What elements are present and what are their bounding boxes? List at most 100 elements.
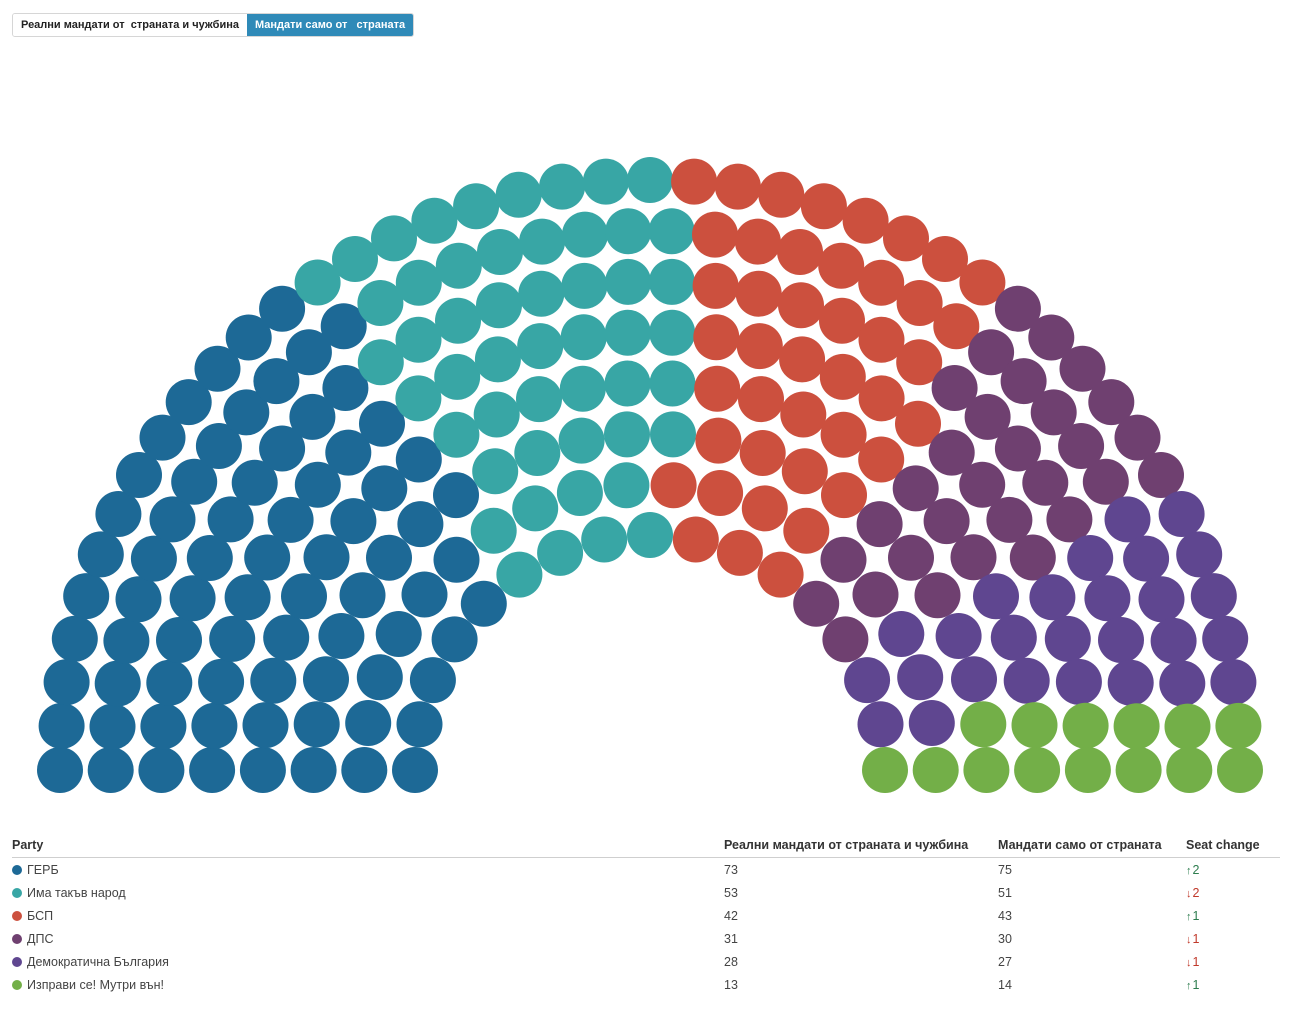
seat: [820, 411, 867, 458]
seat: [87, 747, 134, 793]
seat: [1150, 617, 1197, 664]
party-name: ДПС: [27, 932, 54, 946]
seat: [820, 536, 867, 583]
seat: [116, 452, 162, 498]
seat: [1044, 615, 1091, 662]
seat: [231, 459, 278, 506]
seat: [357, 280, 404, 326]
seat: [303, 656, 349, 703]
seat: [735, 270, 782, 317]
seat: [561, 262, 608, 309]
seat: [38, 702, 85, 749]
seat: [695, 417, 742, 464]
seat: [1123, 535, 1170, 582]
seat: [1029, 574, 1076, 621]
seat-change: ↑1: [1186, 973, 1280, 994]
seat: [294, 461, 341, 508]
seat: [322, 365, 369, 411]
party-cell: Изправи се! Мутри вън!: [12, 973, 724, 994]
country-seats: 27: [998, 955, 1012, 969]
seat: [1107, 659, 1154, 706]
seat: [103, 617, 150, 664]
seat: [433, 411, 480, 458]
seat: [51, 615, 98, 662]
seat: [1215, 702, 1262, 749]
seat: [648, 208, 695, 255]
arrow-up-icon: ↑: [1186, 911, 1192, 923]
seat: [473, 391, 520, 438]
toggle-country-button[interactable]: Мандати само от страната: [247, 14, 414, 36]
seat: [89, 703, 136, 750]
toggle-world-button[interactable]: Реални мандати от страната и чужбина: [13, 14, 247, 36]
seat: [460, 580, 507, 627]
seat: [1022, 459, 1069, 506]
seat: [858, 316, 905, 363]
seat: [539, 163, 586, 210]
seat: [858, 259, 905, 306]
seat: [339, 572, 386, 619]
seat: [1138, 452, 1184, 498]
seat: [207, 496, 254, 543]
seat: [990, 614, 1037, 661]
seat: [225, 314, 272, 361]
seat: [959, 259, 1006, 306]
seat: [739, 430, 786, 476]
seat: [375, 611, 422, 657]
seat: [994, 425, 1041, 472]
seat: [714, 163, 761, 210]
seat: [777, 229, 823, 275]
seat: [914, 572, 961, 619]
seat: [496, 551, 543, 598]
country-seats: 14: [998, 978, 1012, 992]
seat: [435, 297, 481, 344]
seat: [858, 436, 905, 483]
seat: [778, 282, 824, 329]
seat: [397, 501, 444, 548]
seat: [139, 414, 186, 461]
seat: [604, 411, 650, 458]
party-color-dot: [12, 980, 22, 990]
seat: [950, 534, 997, 581]
seat: [741, 485, 788, 532]
seat: [95, 491, 142, 537]
seat: [558, 417, 605, 464]
seat: [559, 365, 606, 412]
seat: [1059, 345, 1106, 392]
seat: [959, 461, 1006, 508]
party-color-dot: [12, 934, 22, 944]
seat: [1003, 657, 1050, 704]
seat: [169, 575, 216, 622]
seat: [330, 498, 377, 545]
seat: [470, 507, 517, 554]
seat: [401, 571, 448, 618]
seat: [345, 700, 392, 746]
header-country: Мандати само от страната: [998, 832, 1186, 858]
party-color-dot: [12, 957, 22, 967]
seat: [556, 470, 603, 516]
seat: [516, 376, 562, 423]
seat: [856, 501, 903, 548]
seat: [341, 747, 388, 793]
seat: [883, 215, 929, 262]
seat: [250, 657, 297, 704]
seat: [289, 393, 336, 440]
seat: [560, 314, 607, 361]
seat: [244, 534, 291, 581]
seat-change-value: 2: [1192, 863, 1200, 877]
seat: [435, 242, 482, 289]
seat: [697, 470, 744, 516]
party-cell: ГЕРБ: [12, 858, 724, 882]
party-name: Има такъв народ: [27, 886, 126, 900]
seat-change: ↑2: [1186, 858, 1280, 882]
seat: [994, 285, 1041, 332]
seat: [603, 462, 650, 509]
seat: [1098, 617, 1144, 663]
header-world: Реални мандати от страната и чужбина: [724, 832, 998, 858]
seat: [1115, 747, 1162, 793]
seat: [476, 282, 522, 329]
seat: [757, 551, 804, 598]
seat: [1164, 703, 1211, 750]
